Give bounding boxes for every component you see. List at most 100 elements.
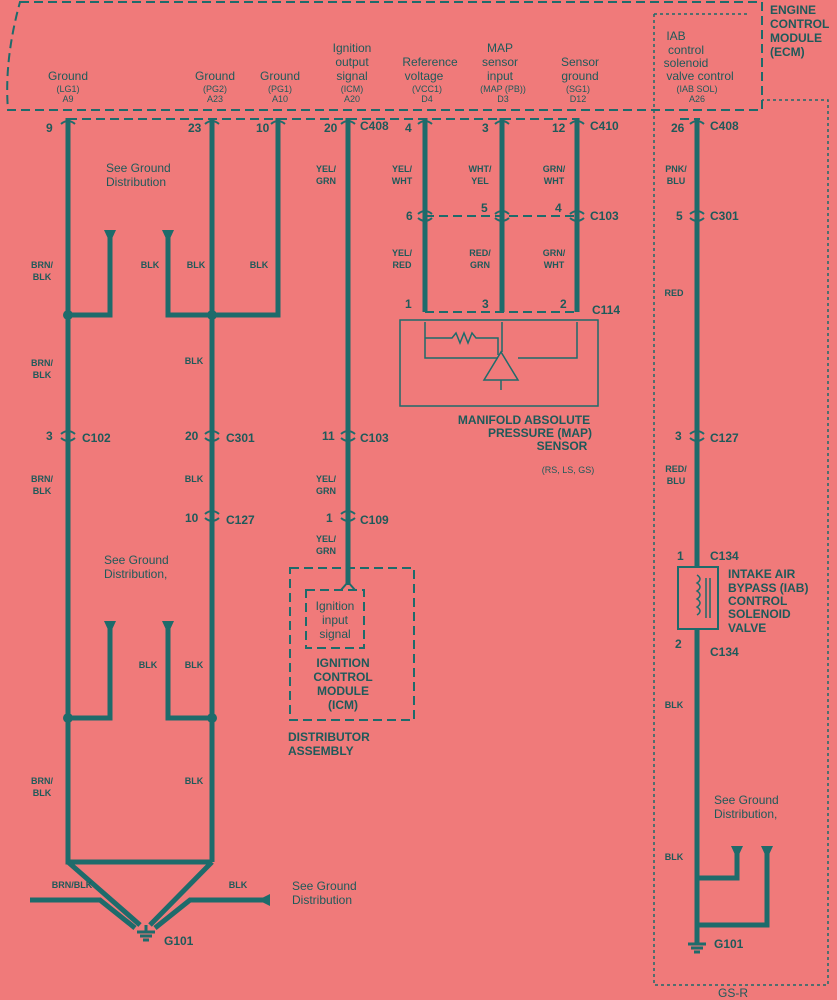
conn-c127-b: C127 bbox=[226, 513, 255, 527]
wc-blk-6: BLK bbox=[139, 660, 158, 670]
iab-title-5: VALVE bbox=[728, 621, 766, 635]
wc-grnwht-1a: GRN/ bbox=[543, 164, 566, 174]
term-3c: 3 bbox=[46, 429, 53, 443]
pin-d3-code: (MAP (PB)) bbox=[480, 84, 526, 94]
arrow-ground-2 bbox=[104, 621, 116, 634]
wc-blk-9: BLK bbox=[229, 880, 248, 890]
wc-yelred-b: RED bbox=[392, 260, 412, 270]
pin-d4-name-1: Reference bbox=[402, 55, 458, 69]
term-10b: 10 bbox=[185, 511, 199, 525]
wc-brnblk-4b: BLK bbox=[33, 788, 52, 798]
icm-title-3: MODULE bbox=[317, 684, 369, 698]
pin-d3-pin: D3 bbox=[497, 94, 509, 104]
note-ground-1a: See Ground bbox=[106, 161, 171, 175]
wc-yelred-a: YEL/ bbox=[392, 248, 413, 258]
wc-redgrn-b: GRN bbox=[470, 260, 490, 270]
icm-title-1: IGNITION bbox=[316, 656, 369, 670]
map-title-3: SENSOR bbox=[537, 439, 588, 453]
wire-a23-ground-branch-2 bbox=[165, 626, 212, 721]
term-3: 3 bbox=[482, 121, 489, 135]
connector-symbols bbox=[60, 120, 705, 522]
map-sensor-box bbox=[399, 319, 599, 407]
pin-d3-name-2: sensor bbox=[482, 55, 518, 69]
wc-grnwht-2a: GRN/ bbox=[543, 248, 566, 258]
pin-d4-pin: D4 bbox=[421, 94, 433, 104]
wc-brnblk-1a: BRN/ bbox=[31, 260, 53, 270]
note-ground-2b: Distribution, bbox=[104, 567, 167, 581]
pin-a10-pin: A10 bbox=[272, 94, 288, 104]
wire-iab-ground-branch bbox=[697, 850, 740, 881]
conn-c134-b: C134 bbox=[710, 645, 739, 659]
pin-a9-pin: A9 bbox=[62, 94, 73, 104]
wc-yelgrn-2a: YEL/ bbox=[316, 474, 337, 484]
wc-yelgrn-1b: GRN bbox=[316, 176, 336, 186]
arrow-ground-5 bbox=[731, 846, 743, 859]
map-title-2: PRESSURE (MAP) bbox=[488, 426, 592, 440]
conn-c408-b: C408 bbox=[710, 119, 739, 133]
pin-d12-name-2: ground bbox=[561, 69, 598, 83]
iab-title-1: INTAKE AIR bbox=[728, 567, 796, 581]
wc-yelgrn-2b: GRN bbox=[316, 486, 336, 496]
wc-brnblk-3b: BLK bbox=[33, 486, 52, 496]
term-9: 9 bbox=[46, 121, 53, 135]
term-4: 4 bbox=[405, 121, 412, 135]
wc-whtyel-a: WHT/ bbox=[469, 164, 492, 174]
pin-a26-pin: A26 bbox=[689, 94, 705, 104]
wc-whtyel-b: YEL bbox=[471, 176, 489, 186]
arrow-ground-4 bbox=[162, 621, 174, 634]
pin-a9-name: Ground bbox=[48, 69, 88, 83]
wc-yelgrn-3a: YEL/ bbox=[316, 534, 337, 544]
term-4b: 4 bbox=[555, 201, 562, 215]
note-ground-4a: See Ground bbox=[714, 793, 779, 807]
icm-input-1: Ignition bbox=[316, 599, 355, 613]
wc-brnblk-inline: BRN/BLK bbox=[52, 880, 93, 890]
conn-c114: C114 bbox=[592, 303, 620, 317]
term-5b: 5 bbox=[676, 209, 683, 223]
wc-yelgrn-1a: YEL/ bbox=[316, 164, 337, 174]
wire-brnblk-g101 bbox=[30, 897, 137, 930]
term-11: 11 bbox=[322, 429, 335, 443]
pin-a26-name-4: valve control bbox=[666, 69, 733, 83]
pin-d3-name-1: MAP bbox=[487, 41, 513, 55]
term-12: 12 bbox=[552, 121, 566, 135]
term-1c: 1 bbox=[677, 549, 684, 563]
wire-iab-ground-branch-2 bbox=[697, 850, 770, 928]
wc-redblu-a: RED/ bbox=[665, 464, 687, 474]
wc-brnblk-3a: BRN/ bbox=[31, 474, 53, 484]
term-6: 6 bbox=[406, 209, 413, 223]
term-23: 23 bbox=[188, 121, 202, 135]
note-ground-3a: See Ground bbox=[292, 879, 357, 893]
term-20b: 20 bbox=[185, 429, 199, 443]
pin-a20-name-2: output bbox=[335, 55, 369, 69]
ecm-title-2: CONTROL bbox=[770, 17, 829, 31]
icm-title-4: (ICM) bbox=[328, 698, 358, 712]
conn-c408-a: C408 bbox=[360, 119, 389, 133]
icm-title-2: CONTROL bbox=[313, 670, 372, 684]
wc-redgrn-a: RED/ bbox=[469, 248, 491, 258]
pin-d3-name-3: input bbox=[487, 69, 514, 83]
map-sensor-internal bbox=[424, 322, 578, 390]
iab-title-2: BYPASS (IAB) bbox=[728, 581, 808, 595]
g101-label-left: G101 bbox=[164, 934, 194, 948]
g101-label-right: G101 bbox=[714, 937, 744, 951]
wc-red: RED bbox=[664, 288, 684, 298]
pin-a10-code: (PG1) bbox=[268, 84, 292, 94]
wc-blk-7: BLK bbox=[185, 660, 204, 670]
pin-a26-code: (IAB SOL) bbox=[676, 84, 717, 94]
wc-blk-8: BLK bbox=[185, 776, 204, 786]
ground-g101-right bbox=[688, 942, 706, 954]
conn-c301-a: C301 bbox=[710, 209, 739, 223]
wire-a9 bbox=[65, 118, 210, 865]
conn-c134-a: C134 bbox=[710, 549, 739, 563]
map-variants: (RS, LS, GS) bbox=[542, 465, 595, 475]
pin-a23-code: (PG2) bbox=[203, 84, 227, 94]
wc-brnblk-1b: BLK bbox=[33, 272, 52, 282]
pin-a9-code: (LG1) bbox=[56, 84, 79, 94]
wc-brnblk-4a: BRN/ bbox=[31, 776, 53, 786]
ground-g101-left bbox=[137, 925, 155, 942]
term-3b: 3 bbox=[482, 297, 489, 311]
term-10: 10 bbox=[256, 121, 270, 135]
pin-a20-pin: A20 bbox=[344, 94, 360, 104]
pin-d12-name-1: Sensor bbox=[561, 55, 599, 69]
